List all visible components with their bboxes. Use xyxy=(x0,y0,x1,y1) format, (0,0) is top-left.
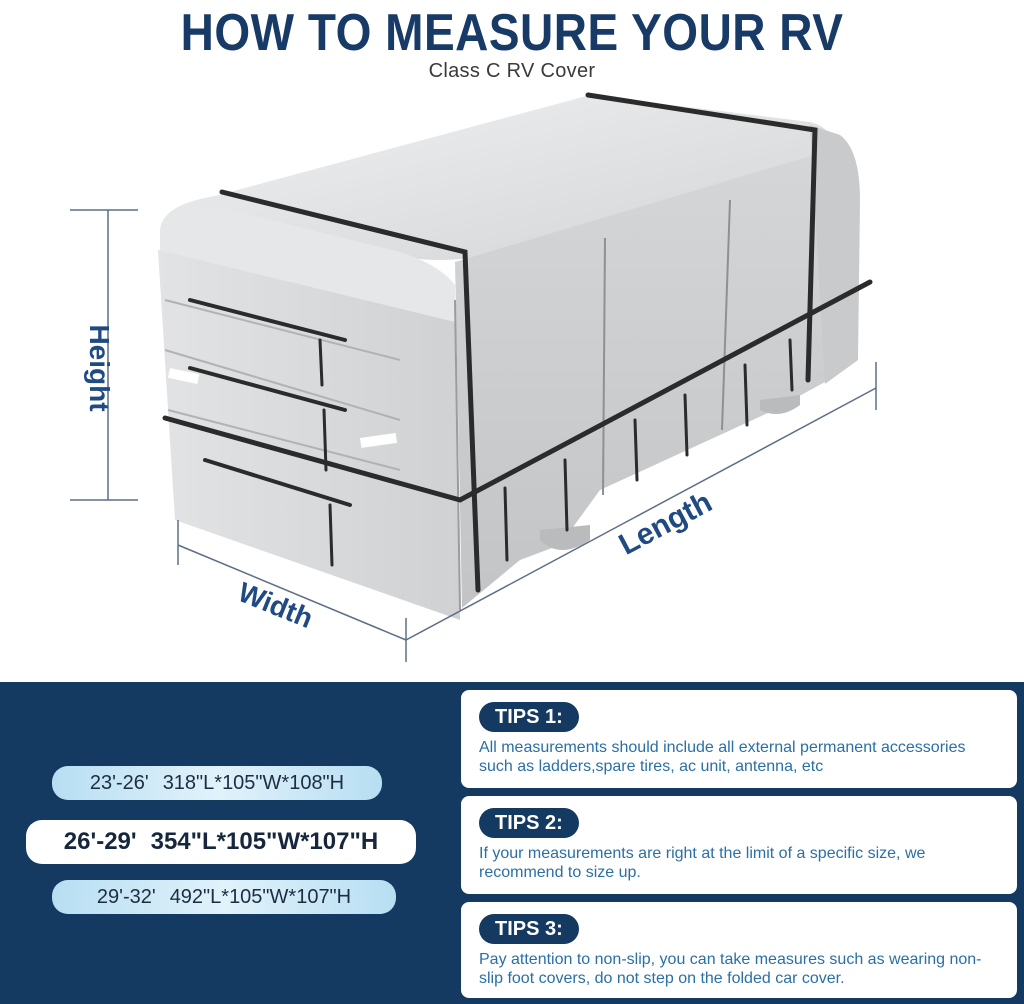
page-subtitle: Class C RV Cover xyxy=(428,60,596,82)
tip-text: If your measurements are right at the li… xyxy=(479,845,926,881)
tip-text: Pay attention to non-slip, you can take … xyxy=(479,951,982,987)
size-range: 29'-32' xyxy=(96,886,156,908)
tip-badge: TIPS 2: xyxy=(479,808,579,838)
rv-cover-diagram: Height Width Length xyxy=(70,92,877,662)
height-label: Height xyxy=(84,324,115,411)
length-dimension xyxy=(405,362,877,641)
size-option-small: 23'-26' 318"L*105"W*108"H xyxy=(52,766,382,800)
tip-badge: TIPS 1: xyxy=(479,702,579,732)
tip-card-3: TIPS 3: Pay attention to non-slip, you c… xyxy=(461,902,1017,998)
size-range: 23'-26' xyxy=(89,772,149,794)
size-spec: 492"L*105"W*107"H xyxy=(169,886,352,908)
size-option-medium: 26'-29' 354"L*105"W*107"H xyxy=(26,820,416,864)
illustration-section: HOW TO MEASURE YOUR RV Class C RV Cover xyxy=(70,3,877,662)
length-label: Length xyxy=(614,486,718,562)
size-spec: 354"L*105"W*107"H xyxy=(150,828,379,855)
rv-cover-body xyxy=(158,95,860,620)
tip-badge: TIPS 3: xyxy=(479,914,579,944)
size-range: 26'-29' xyxy=(63,828,137,855)
height-dimension xyxy=(70,209,138,501)
rv-cover-straps xyxy=(162,92,873,593)
tip-text: All measurements should include all exte… xyxy=(479,739,966,775)
size-option-large: 29'-32' 492"L*105"W*107"H xyxy=(52,880,396,914)
page-title: HOW TO MEASURE YOUR RV xyxy=(180,3,844,62)
tip-card-1: TIPS 1: All measurements should include … xyxy=(461,690,1017,788)
tip-card-2: TIPS 2: If your measurements are right a… xyxy=(461,796,1017,894)
size-spec: 318"L*105"W*108"H xyxy=(162,772,345,794)
